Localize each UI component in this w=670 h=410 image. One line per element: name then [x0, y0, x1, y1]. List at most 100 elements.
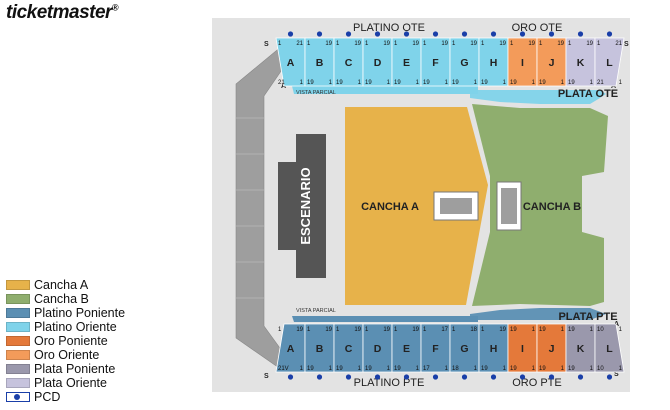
legend-item-oro-poniente[interactable]: Oro Poniente [6, 334, 125, 348]
section-label: G [460, 57, 468, 69]
row-number-tr: 19 [412, 327, 419, 333]
top-east-strip[interactable] [470, 90, 606, 104]
row-number-br: 1 [387, 366, 391, 372]
section-shape[interactable] [594, 323, 625, 373]
platino-pte-label: PLATINO PTE [354, 377, 425, 389]
row-number-tr: 19 [586, 41, 593, 47]
section-label: K [577, 57, 585, 69]
wheelchair-icon [316, 374, 323, 380]
row-number-br: 1 [329, 366, 333, 372]
row-number-tl: 1 [452, 327, 456, 333]
legend-item-cancha-a[interactable]: Cancha A [6, 278, 125, 292]
vista-parcial-top-label: VISTA PARCIAL [296, 90, 336, 96]
section-shape[interactable] [594, 37, 625, 87]
row-number-bl: 19 [568, 80, 575, 86]
legend-item-oro-oriente[interactable]: Oro Oriente [6, 348, 125, 362]
legend-item-plata-oriente[interactable]: Plata Oriente [6, 376, 125, 390]
section-label: D [374, 57, 382, 69]
row-number-tr: 17 [441, 327, 448, 333]
cancha-b-label: CANCHA B [523, 201, 581, 213]
plata-ote-label: PLATA OTE [558, 88, 618, 100]
wheelchair-icon [345, 374, 352, 380]
field-cancha-b[interactable] [472, 104, 608, 306]
wheelchair-icon [403, 31, 410, 37]
field-cancha-a[interactable] [345, 107, 488, 305]
legend-item-plata-poniente[interactable]: Plata Poniente [6, 362, 125, 376]
row-number-tl: 19 [539, 327, 546, 333]
row-number-bl: 19 [394, 366, 401, 372]
legend-label: Plata Poniente [34, 362, 116, 376]
row-number-tl: 1 [539, 41, 543, 47]
registered-mark: ® [111, 2, 119, 13]
row-number-br: 1 [532, 366, 536, 372]
wheelchair-icon [287, 374, 294, 380]
row-number-tr: 19 [557, 41, 564, 47]
legend-item-cancha-b[interactable]: Cancha B [6, 292, 125, 306]
row-number-tl: 1 [597, 41, 601, 47]
stage-rear [296, 134, 326, 278]
row-number-br: 1 [445, 366, 449, 372]
bottom-east-strip[interactable] [470, 308, 606, 320]
corner-a-bottom-right: A [614, 321, 619, 328]
row-number-bl: 19 [423, 80, 430, 86]
row-number-br: 1 [387, 80, 391, 86]
legend-item-platino-poniente[interactable]: Platino Poniente [6, 306, 125, 320]
row-number-bl: 19 [539, 366, 546, 372]
legend-swatch [6, 308, 30, 318]
legend-label: Oro Oriente [34, 348, 100, 362]
row-number-bl: 21 [278, 80, 285, 86]
row-number-bl: 19 [394, 80, 401, 86]
row-number-bl: 21V [278, 366, 289, 372]
row-number-br: 1 [561, 366, 565, 372]
legend-item-pcd[interactable]: PCD [6, 390, 125, 404]
legend-swatch [6, 322, 30, 332]
section-label: F [432, 57, 439, 69]
bottom-partial-view-strip[interactable] [292, 316, 478, 322]
vista-parcial-bottom-label: VISTA PARCIAL [296, 308, 336, 314]
wheelchair-icon [316, 31, 323, 37]
row-number-br: 1 [474, 366, 478, 372]
row-number-tl: 1 [510, 41, 514, 47]
legend-item-platino-oriente[interactable]: Platino Oriente [6, 320, 125, 334]
row-number-tr: 19 [412, 41, 419, 47]
legend-label: PCD [34, 390, 61, 404]
legend-label: Platino Oriente [34, 320, 117, 334]
row-number-br: 1 [590, 80, 594, 86]
legend-swatch [6, 280, 30, 290]
wheelchair-icon [6, 392, 30, 402]
oro-ote-label: ORO OTE [512, 22, 563, 34]
section-label: C [345, 343, 353, 355]
row-number-tl: 1 [365, 41, 369, 47]
corner-s-bottom-right: S [614, 371, 619, 378]
legend-swatch [6, 336, 30, 346]
row-number-tl: 1 [423, 41, 427, 47]
row-number-tr: 19 [383, 327, 390, 333]
row-number-tl: 1 [481, 41, 485, 47]
top-partial-view-strip[interactable] [292, 86, 478, 94]
wheelchair-icon [577, 374, 584, 380]
